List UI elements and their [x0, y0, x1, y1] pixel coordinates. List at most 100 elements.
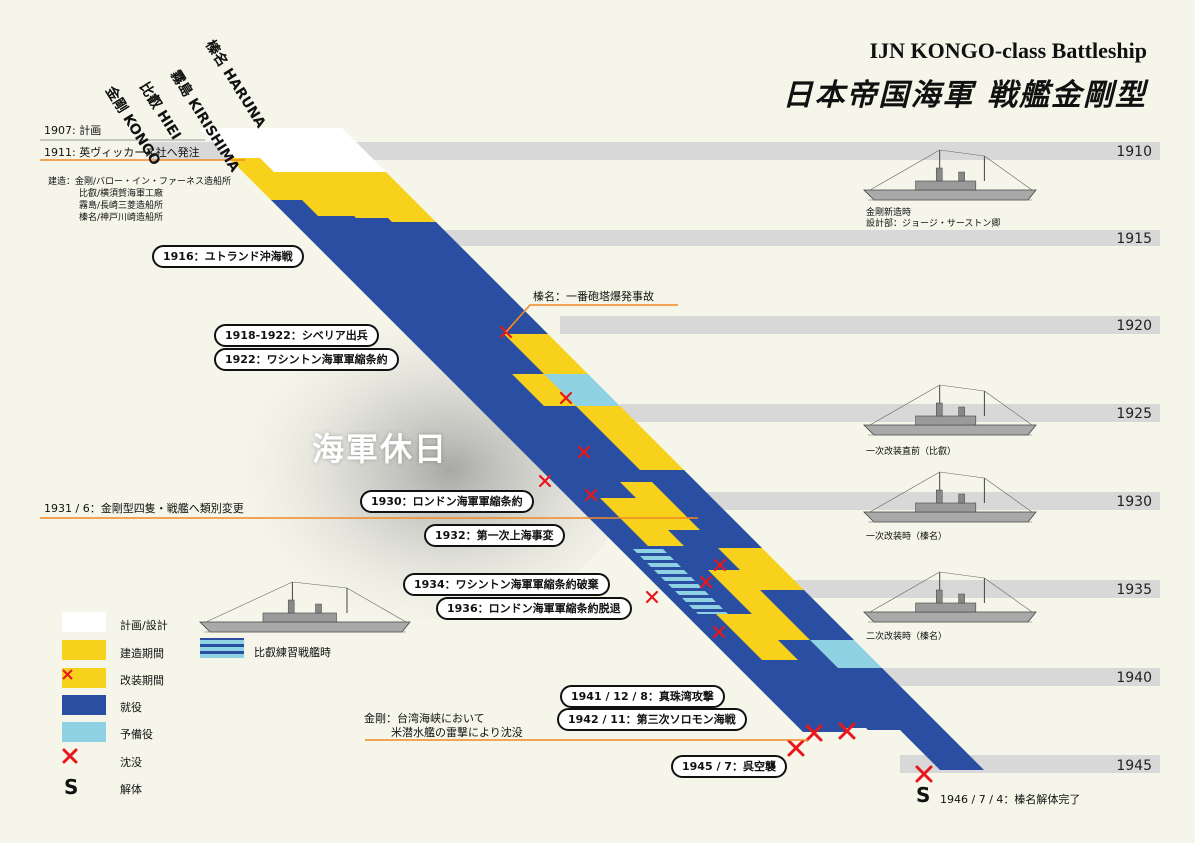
timeline-haruna-seg-2: [392, 222, 548, 334]
timeline-hiei-seg-3: [600, 498, 692, 546]
year-label-1945: 1945: [1116, 758, 1152, 774]
refit-marker-8: [712, 625, 726, 639]
legend-swatch-refit: [62, 668, 106, 688]
legend-label-sunk: 沈没: [120, 756, 142, 769]
legend-label-training: 比叡練習戦艦時: [254, 646, 331, 659]
haruna-scrapped-note: 1946 / 7 / 4：榛名解体完了: [940, 793, 1081, 806]
timeline-haruna-seg-3: [504, 334, 588, 374]
refit-marker-1: [559, 391, 573, 405]
timeline-haruna-seg-5: [576, 406, 684, 470]
year-band-1925: [620, 404, 1160, 422]
event-siberia: 1918-1922：シベリア出兵: [214, 324, 379, 347]
sunk-marker-1: [805, 724, 823, 742]
year-band-1910: [150, 142, 1160, 160]
event-solomons: 1942 / 11：第三次ソロモン海戦: [557, 708, 747, 731]
silhouette-caption-2: 一次改装直前（比叡）: [866, 447, 957, 457]
legend-label-plan: 計画/設計: [120, 619, 168, 632]
timeline-haruna-seg-10: [838, 668, 984, 770]
refit-marker-3: [538, 474, 552, 488]
silhouette-caption-1b: 設計部：ジョージ・サーストン卿: [866, 219, 1001, 229]
event-london-withdrawal: 1936：ロンドン海軍軍縮条約脱退: [436, 597, 632, 620]
year-label-1925: 1925: [1116, 406, 1152, 422]
year-label-1915: 1915: [1116, 231, 1152, 247]
event-washington-1922: 1922：ワシントン海軍軍縮条約: [214, 348, 399, 371]
legend-label-refit: 改装期間: [120, 674, 164, 687]
build-note-1: 建造：金剛/バロー・イン・ファーネス造船所: [48, 177, 232, 187]
legend-scrapped-s-icon: S: [64, 775, 78, 799]
sunk-marker-0: [787, 739, 805, 757]
legend-label-service: 就役: [120, 701, 142, 714]
ship-silhouette-first-refit-haruna: [863, 471, 1037, 523]
event-london-1930: 1930：ロンドン海軍軍縮条約: [360, 490, 534, 513]
legend-label-build: 建造期間: [120, 647, 164, 660]
silhouette-caption-4: 二次改装時（榛名）: [866, 632, 948, 642]
scrapped-s-icon: S: [916, 783, 931, 807]
sunk-marker-2: [838, 722, 856, 740]
year-label-1935: 1935: [1116, 582, 1152, 598]
legend-swatch-training: [200, 638, 244, 658]
ship-silhouette-first-refit-hiei: [863, 384, 1037, 436]
timeline-haruna-seg-1: [342, 172, 436, 222]
haruna-accident-note: 榛名：一番砲塔爆発事故: [533, 290, 654, 303]
naval-holiday-label: 海軍休日: [312, 430, 449, 468]
year-band-1920: [560, 316, 1160, 334]
build-note-4: 榛名/神戸川崎造船所: [79, 213, 164, 223]
event-kure-raid: 1945 / 7：呉空襲: [671, 755, 787, 778]
title-english: IJN KONGO-class Battleship: [869, 38, 1147, 63]
refit-marker-5: [713, 558, 727, 572]
year-band-1940: [820, 668, 1160, 686]
haruna-accident-line: [505, 304, 678, 333]
sunk-marker-3: [915, 765, 933, 783]
legend-swatch-service: [62, 695, 106, 715]
year-label-1940: 1940: [1116, 670, 1152, 686]
kongo-sunk-note-2: 米潜水艦の雷撃により沈没: [391, 726, 523, 739]
title-japanese: 日本帝国海軍 戦艦金剛型: [782, 78, 1147, 113]
plan-1907-note: 1907: 計画: [44, 124, 102, 137]
timeline-hiei-seg-5: [716, 614, 806, 660]
legend-swatch-plan: [62, 612, 106, 632]
refit-marker-2: [577, 445, 591, 459]
year-label-1920: 1920: [1116, 318, 1152, 334]
legend-sunk-x-icon: [62, 748, 78, 764]
timeline-hiei-seg-1: [274, 172, 362, 216]
year-band-1930: [690, 492, 1160, 510]
silhouette-caption-1a: 金剛新造時: [866, 208, 912, 218]
legend-swatch-reserve: [62, 722, 106, 742]
silhouette-caption-3: 一次改装時（榛名）: [866, 532, 948, 542]
year-band-1915: [380, 230, 1160, 246]
timeline-haruna-seg-8: [760, 590, 854, 640]
training-battleship-period: [630, 546, 728, 614]
timeline-hiei-seg-2: [318, 216, 644, 498]
build-note-3: 霧島/長崎三菱造船所: [79, 201, 164, 211]
year-label-1910: 1910: [1116, 144, 1152, 160]
order-1911-note: 1911: 英ヴィッカース社へ発注: [44, 146, 200, 159]
legend: S: [62, 612, 244, 799]
event-markers: [499, 325, 933, 783]
event-pearl-harbor: 1941 / 12 / 8：真珠湾攻撃: [560, 685, 725, 708]
legend-refit-x-icon: [62, 669, 73, 680]
timeline-haruna-seg-6: [640, 470, 762, 548]
event-washington-abrogation: 1934：ワシントン海軍軍縮条約破棄: [403, 573, 610, 596]
timeline-haruna-seg-7: [718, 548, 804, 590]
legend-swatch-build: [62, 640, 106, 660]
timeline-hiei-seg-0: [230, 128, 318, 172]
event-jutland: 1916：ユトランド沖海戦: [152, 245, 304, 268]
event-shanghai-1932: 1932：第一次上海事変: [424, 524, 565, 547]
refit-marker-7: [645, 590, 659, 604]
ship-silhouette-second-refit-haruna: [863, 571, 1037, 623]
kongo-sunk-note-1: 金剛：台湾海峡において: [364, 712, 485, 725]
refit-marker-6: [699, 575, 713, 589]
reclass-1931-note: 1931 / 6：金剛型四隻・戦艦へ類別変更: [44, 502, 244, 515]
timeline-haruna-seg-9: [810, 640, 882, 668]
timeline-haruna-seg-4: [544, 374, 620, 406]
ship-silhouette-training-hiei: [199, 581, 411, 633]
year-band-1935: [740, 580, 1160, 598]
timeline-hiei-seg-6: [762, 660, 874, 728]
legend-label-reserve: 予備役: [120, 728, 153, 741]
ship-silhouette-original: [863, 149, 1037, 201]
year-label-1930: 1930: [1116, 494, 1152, 510]
refit-marker-4: [584, 488, 598, 502]
legend-label-scrapped: 解体: [120, 783, 142, 796]
